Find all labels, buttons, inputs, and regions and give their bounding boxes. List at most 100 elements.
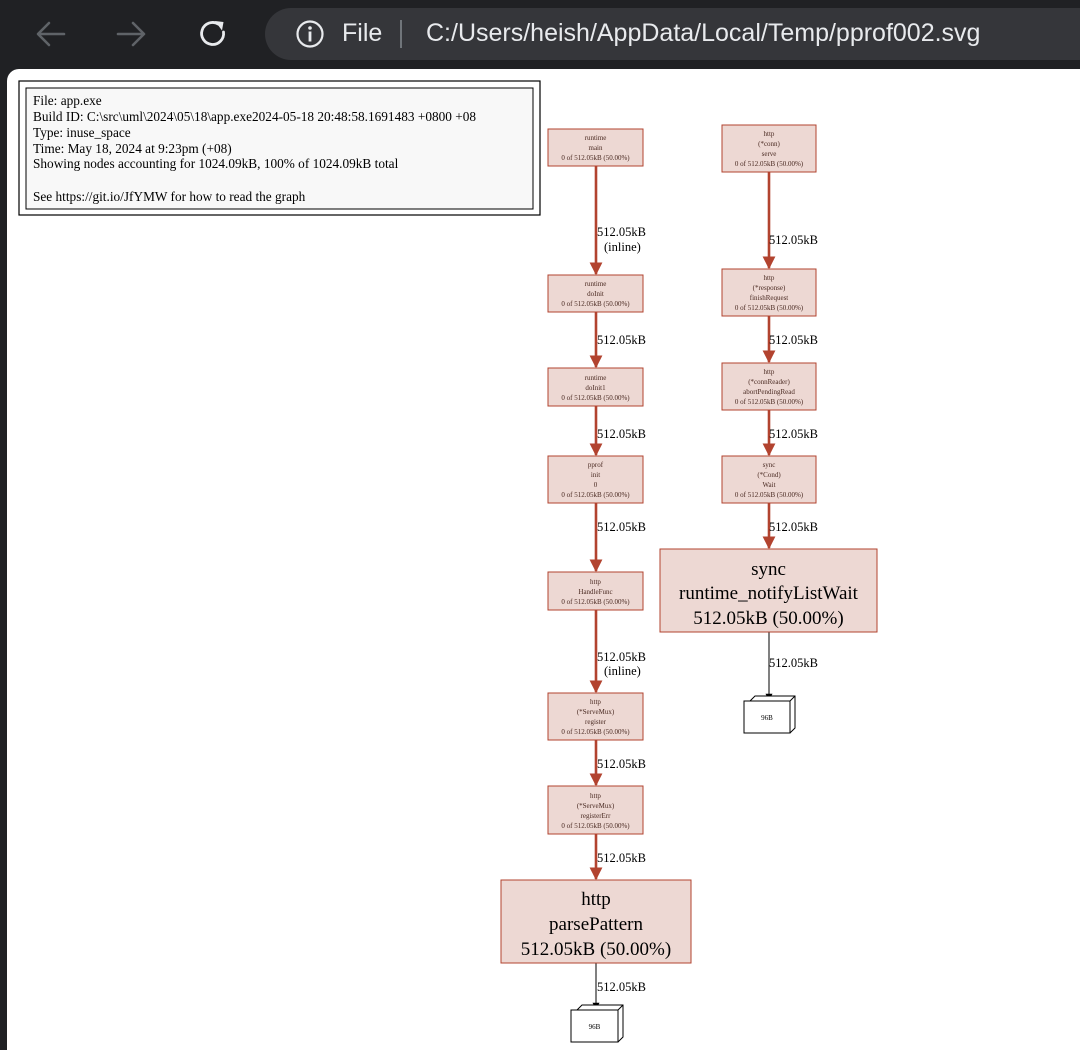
node-package: pprof [588, 461, 604, 469]
edge-label: 512.05kB [597, 427, 646, 441]
edge-label: 512.05kB [597, 225, 646, 239]
edge-register-to-registererr: 512.05kB [589, 740, 646, 787]
node-box [659, 548, 878, 633]
node-package: runtime [585, 374, 607, 382]
node-value: 0 of 512.05kB (50.00%) [561, 491, 630, 499]
leaf-3d-corner [789, 695, 796, 702]
edge-main-to-doinit: 512.05kB (inline) [589, 166, 646, 276]
node-http-parsepattern[interactable]: http parsePattern 512.05kB (50.00%) [500, 879, 692, 964]
node-function: doInit1 [585, 384, 606, 392]
edge-notifylistwait-to-leaf: 512.05kB [765, 632, 818, 701]
node-function: doInit [587, 290, 604, 298]
node-http-servemux-register[interactable]: http (*ServeMux) register 0 of 512.05kB … [547, 692, 644, 741]
node-package: http [764, 274, 775, 282]
leaf-node-right[interactable]: 96B [743, 695, 796, 734]
node-pprof-init-0[interactable]: pprof init 0 0 of 512.05kB (50.00%) [547, 455, 644, 504]
node-function: runtime_notifyListWait [679, 583, 859, 604]
node-http-conn-serve[interactable]: http (*conn) serve 0 of 512.05kB (50.00%… [721, 124, 817, 173]
browser-toolbar: File C:/Users/heish/AppData/Local/Temp/p… [0, 0, 1080, 68]
node-box [547, 367, 644, 407]
edge-registererr-to-parsepattern: 512.05kB [589, 834, 646, 881]
edge-label: 512.05kB [597, 650, 646, 664]
edge-label: 512.05kB [769, 333, 818, 347]
node-box [547, 571, 644, 611]
node-function: HandleFunc [578, 588, 612, 596]
legend-file: File: app.exe [33, 93, 102, 108]
node-box [547, 274, 644, 313]
node-runtime-doinit1[interactable]: runtime doInit1 0 of 512.05kB (50.00%) [547, 367, 644, 407]
url-text[interactable]: C:/Users/heish/AppData/Local/Temp/pprof0… [426, 19, 981, 47]
edge-label: 512.05kB [597, 757, 646, 771]
edge-label: 512.05kB [597, 980, 646, 994]
address-bar[interactable]: File C:/Users/heish/AppData/Local/Temp/p… [265, 8, 1080, 60]
node-box [721, 362, 817, 411]
node-receiver: (*Cond) [757, 471, 781, 479]
legend-type: Type: inuse_space [33, 125, 131, 140]
edge-serve-to-finishrequest: 512.05kB [762, 172, 818, 270]
node-function: serve [762, 150, 777, 158]
page-viewport: File: app.exe Build ID: C:\src\uml\2024\… [7, 69, 1080, 1050]
scheme-label: File [342, 19, 383, 47]
node-http-handlefunc[interactable]: http HandleFunc 0 of 512.05kB (50.00%) [547, 571, 644, 611]
node-function: abortPendingRead [743, 388, 795, 396]
legend-build-id: Build ID: C:\src\uml\2024\05\18\app.exe2… [33, 109, 476, 124]
node-box [721, 268, 817, 317]
node-receiver: (*ServeMux) [577, 802, 615, 810]
edge-abortpendingread-to-wait: 512.05kB [762, 410, 818, 457]
node-receiver: (*response) [753, 284, 786, 292]
forward-button[interactable] [107, 10, 155, 58]
node-http-servemux-registererr[interactable]: http (*ServeMux) registerErr 0 of 512.05… [547, 785, 644, 835]
info-icon[interactable] [295, 19, 325, 49]
edge-label: 512.05kB [597, 851, 646, 865]
node-box [721, 124, 817, 173]
node-value: 0 of 512.05kB (50.00%) [561, 394, 630, 402]
node-http-response-finishrequest[interactable]: http (*response) finishRequest 0 of 512.… [721, 268, 817, 317]
node-package: http [764, 130, 775, 138]
edge-label: 512.05kB [769, 233, 818, 247]
node-function: init [591, 471, 600, 479]
legend-box [25, 87, 534, 210]
node-value: 0 of 512.05kB (50.00%) [561, 728, 630, 736]
node-box [547, 692, 644, 741]
edge-label-inline: (inline) [604, 664, 641, 678]
node-box [500, 879, 692, 964]
arrow-right-icon [116, 21, 146, 47]
leaf-3d-corner [617, 1004, 624, 1011]
node-http-connreader-abortpendingread[interactable]: http (*connReader) abortPendingRead 0 of… [721, 362, 817, 411]
node-value: 0 of 512.05kB (50.00%) [561, 300, 630, 308]
edge-wait-to-notifylistwait: 512.05kB [762, 503, 818, 550]
arrow-left-icon [36, 21, 66, 47]
leaf-node-left[interactable]: 96B [570, 1004, 624, 1043]
leaf-face [570, 1009, 619, 1043]
node-box [547, 455, 644, 504]
node-sync-runtime-notifylistwait[interactable]: sync runtime_notifyListWait 512.05kB (50… [659, 548, 878, 633]
node-value: 0 of 512.05kB (50.00%) [735, 398, 804, 406]
call-graph: File: app.exe Build ID: C:\src\uml\2024\… [18, 80, 878, 1043]
reload-button[interactable] [189, 10, 237, 58]
node-function: main [589, 144, 603, 152]
edge-doinit-to-doinit1: 512.05kB [589, 312, 646, 369]
edge-pprof-init-to-handlefunc: 512.05kB [589, 503, 646, 573]
edges-right: 512.05kB 512.05kB 512.05kB 512.05kB 512.… [762, 172, 818, 701]
legend-time: Time: May 18, 2024 at 9:23pm (+08) [33, 141, 232, 156]
node-package: runtime [585, 134, 607, 142]
edge-parsepattern-to-leaf: 512.05kB [592, 963, 646, 1010]
leaf-label: 96B [589, 1023, 601, 1031]
node-value: 0 of 512.05kB (50.00%) [561, 822, 630, 830]
node-runtime-doinit[interactable]: runtime doInit 0 of 512.05kB (50.00%) [547, 274, 644, 313]
edge-finishrequest-to-abortpendingread: 512.05kB [762, 316, 818, 364]
edge-label-inline: (inline) [604, 240, 641, 254]
node-package: http [764, 368, 775, 376]
node-function: parsePattern [549, 914, 643, 935]
node-value: 0 of 512.05kB (50.00%) [561, 598, 630, 606]
edge-label: 512.05kB [597, 333, 646, 347]
node-sync-cond-wait[interactable]: sync (*Cond) Wait 0 of 512.05kB (50.00%) [721, 455, 817, 504]
node-runtime-main[interactable]: runtime main 0 of 512.05kB (50.00%) [547, 128, 644, 167]
node-value: 0 of 512.05kB (50.00%) [561, 154, 630, 162]
node-package: http [590, 578, 601, 586]
back-button[interactable] [27, 10, 75, 58]
edge-doinit1-to-pprof-init: 512.05kB [589, 406, 646, 457]
node-suffix: 0 [594, 481, 598, 489]
edge-handlefunc-to-register: 512.05kB (inline) [589, 610, 646, 694]
node-value: 0 of 512.05kB (50.00%) [735, 304, 804, 312]
